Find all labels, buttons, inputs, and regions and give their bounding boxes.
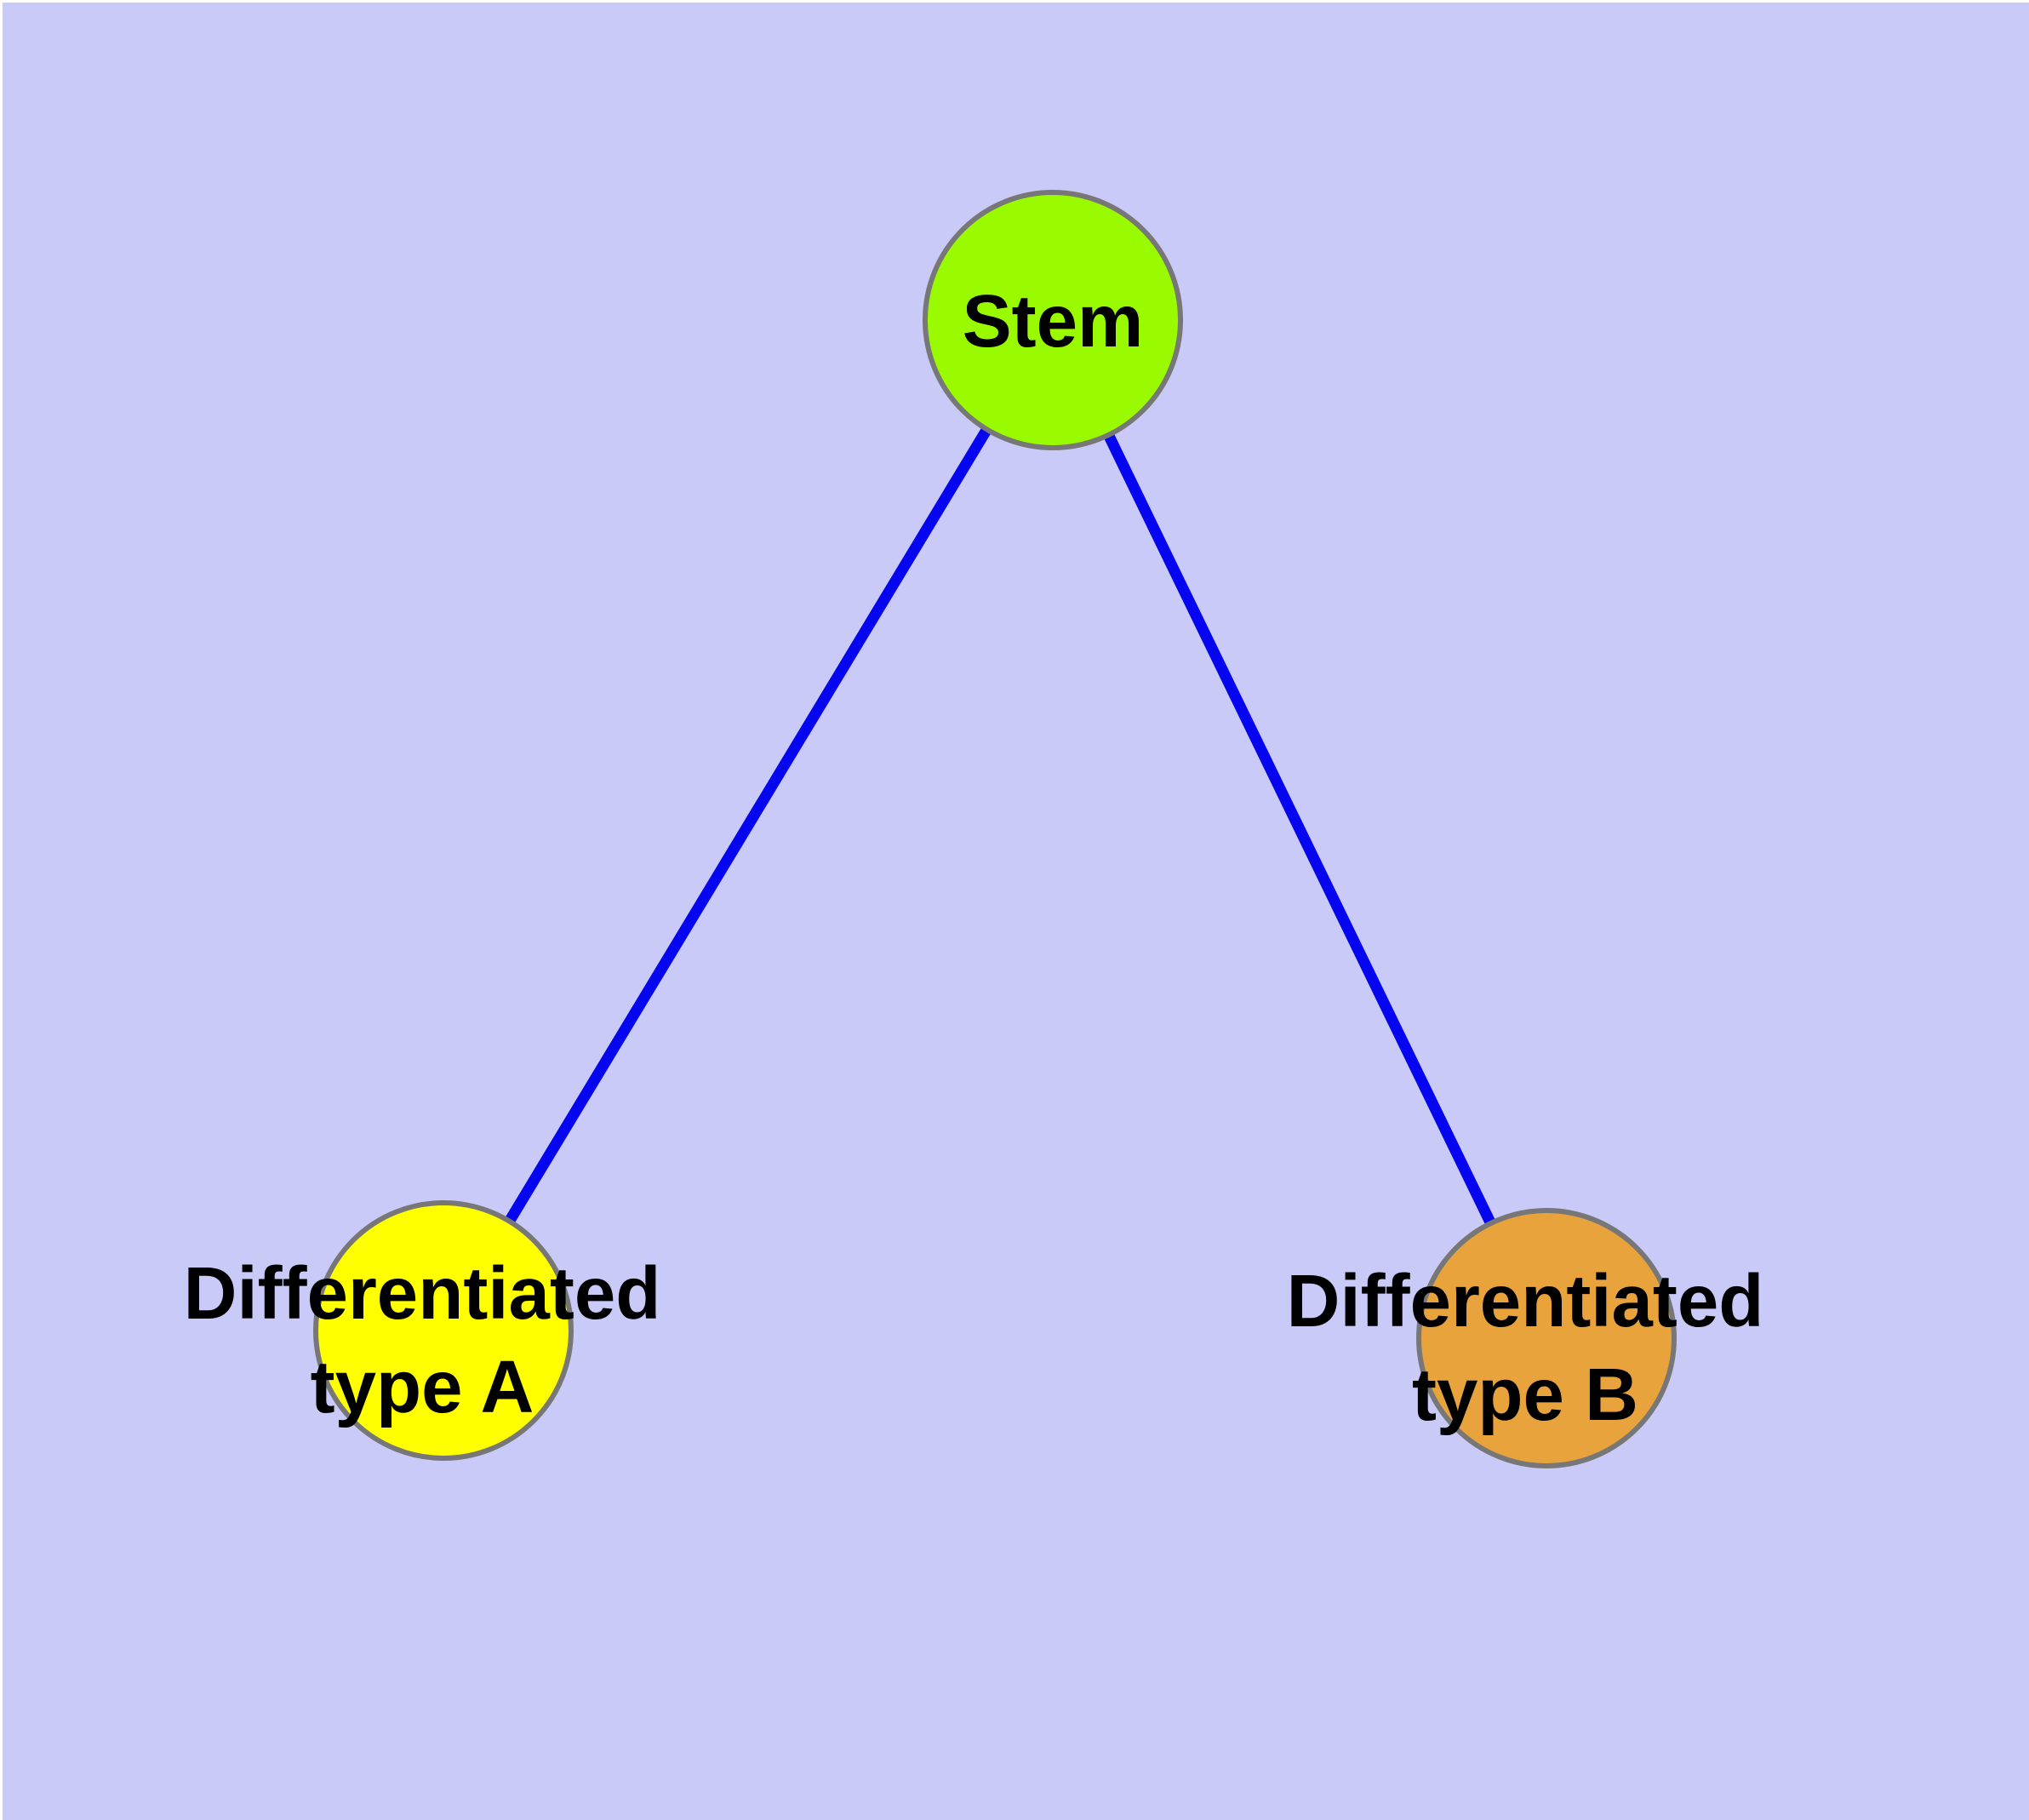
node-differentiated-type-a: Differentiated type A [184, 1200, 661, 1461]
node-type-a-circle [313, 1200, 574, 1461]
node-stem-circle [923, 190, 1183, 450]
node-type-a-label-line2: type A [311, 1346, 534, 1428]
node-stem-label: Stem [963, 280, 1144, 363]
edge-stem-to-type-a [438, 317, 1058, 1334]
node-type-b-label-line2: type B [1412, 1354, 1638, 1436]
edge-stem-to-type-b [1048, 318, 1552, 1341]
node-differentiated-type-b: Differentiated type B [1287, 1208, 1764, 1468]
node-type-b-label-line1: Differentiated [1287, 1260, 1764, 1342]
node-type-b-circle [1416, 1208, 1677, 1468]
node-stem: Stem [923, 190, 1183, 450]
node-type-a-label-line1: Differentiated [184, 1252, 661, 1335]
